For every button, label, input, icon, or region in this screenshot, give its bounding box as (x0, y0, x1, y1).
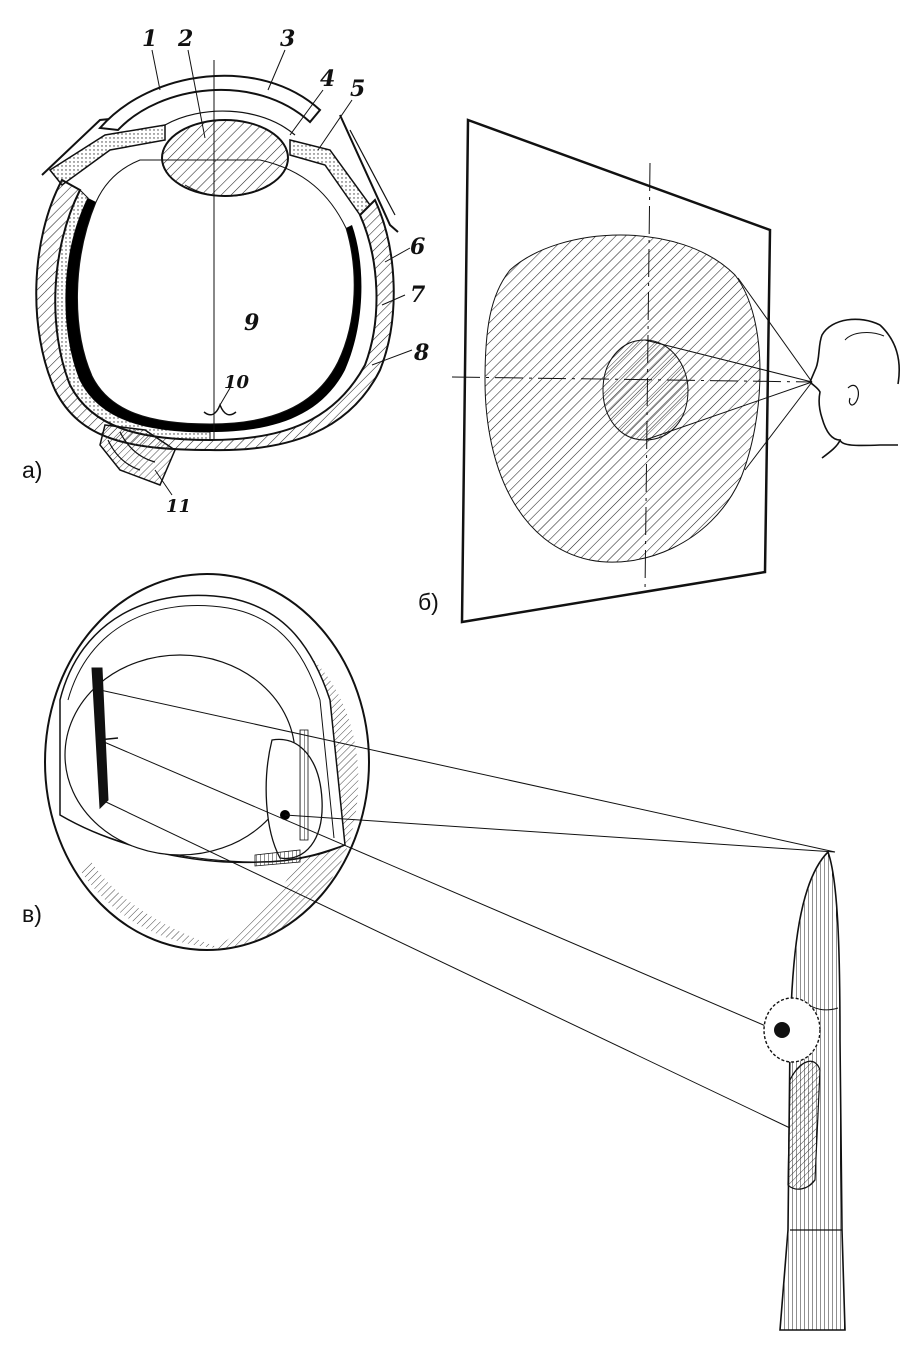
part-label-9: 9 (244, 310, 259, 336)
right-tissue-line (339, 114, 399, 233)
ciliary-strip-bottom (254, 849, 301, 867)
right-tissue-line-2 (349, 129, 396, 216)
part-label-11: 11 (166, 496, 191, 517)
part-label-7: 7 (410, 282, 426, 308)
part-label-2: 2 (177, 26, 193, 52)
part-label-8: 8 (413, 340, 429, 366)
cornea (98, 74, 322, 132)
panel-b-field-of-view: б) (418, 118, 900, 624)
viewer-head (809, 318, 900, 459)
pencil-object (763, 850, 846, 1331)
ciliary-body (48, 124, 166, 187)
sight-rays (644, 277, 813, 471)
optic-nerve (99, 424, 176, 486)
sphere-shading (210, 640, 359, 950)
part-label-1: 1 (142, 26, 157, 52)
retinal-image (91, 667, 109, 810)
pencil-knob-center (774, 1022, 790, 1038)
anterior-chamber (164, 110, 296, 136)
pencil-clip (787, 1060, 821, 1190)
sphere-shading-bottom (80, 860, 220, 948)
inner-shell-rim (59, 814, 346, 863)
panel-b-label: б) (418, 589, 439, 615)
part-label-5: 5 (350, 76, 365, 102)
lens (161, 119, 289, 197)
part-label-10: 10 (224, 372, 250, 393)
part-label-3: 3 (280, 26, 295, 52)
central-field-area (602, 339, 689, 441)
viewer-hair (844, 332, 885, 341)
vertical-axis (644, 162, 651, 593)
label-leaders (151, 49, 413, 496)
lens-back (184, 184, 269, 197)
part-label-4: 4 (320, 66, 335, 92)
projection-rays (99, 689, 836, 1129)
part-label-6: 6 (410, 234, 425, 260)
panel-a-label: а) (22, 457, 42, 483)
horizontal-axis (451, 376, 813, 383)
panel-c-label: в) (22, 901, 42, 927)
inner-shell-line (67, 605, 335, 839)
viewer-ear (847, 384, 860, 406)
optic-nerve-fibers (107, 431, 156, 471)
ciliary-strip (299, 729, 309, 841)
retinal-image-tick (97, 737, 119, 741)
panel-a-eye-section: 1 2 3 4 5 6 7 8 9 10 11 а) (22, 26, 429, 517)
panel-c-eyeball-model: в) (22, 573, 846, 1331)
ciliary-body-right (289, 139, 371, 217)
vitreous-body (77, 159, 355, 425)
pencil-knob (763, 997, 821, 1063)
